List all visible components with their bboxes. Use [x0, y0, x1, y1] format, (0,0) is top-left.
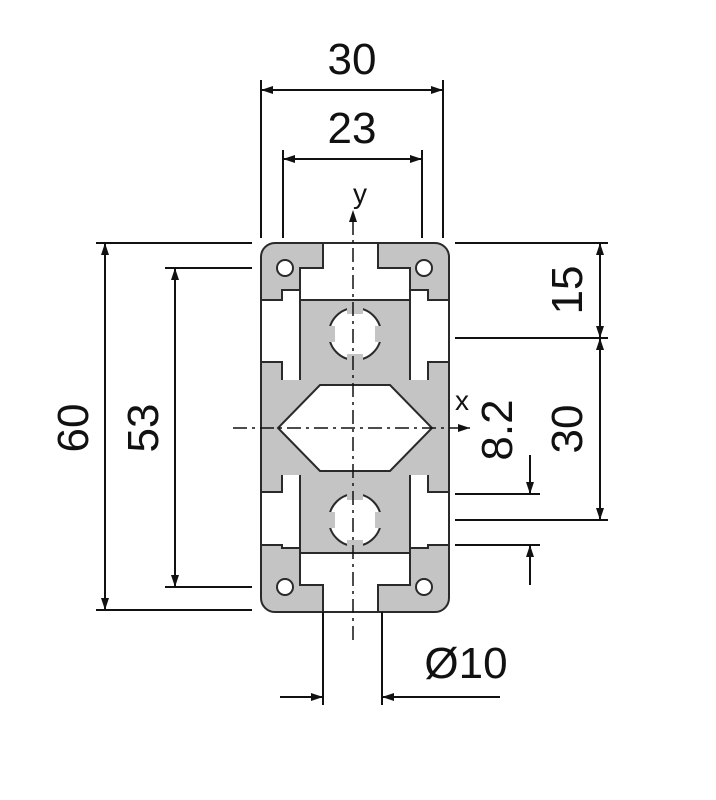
corner-bore-top-right [415, 259, 433, 277]
dim-bore-diameter-label: Ø10 [424, 639, 507, 688]
corner-bore-bottom-left [276, 578, 294, 596]
dim-offset-center-label: 30 [543, 405, 592, 454]
dim-width-outer-label: 30 [328, 35, 377, 84]
dimension-lines [96, 80, 608, 705]
corner-bore-top-left [276, 259, 294, 277]
dim-offset-top-label: 15 [543, 266, 592, 315]
dim-slot-width-label: 8.2 [473, 399, 522, 460]
upper-core-hole [327, 306, 383, 362]
y-axis-label: y [353, 178, 367, 209]
dim-width-inner-label: 23 [328, 104, 377, 153]
dim-height-inner-label: 53 [119, 404, 168, 453]
x-axis-label: x [455, 385, 469, 416]
corner-bore-bottom-right [415, 578, 433, 596]
dim-height-outer-label: 60 [49, 404, 98, 453]
lower-core-hole [327, 492, 383, 548]
axes: y x [233, 178, 470, 640]
